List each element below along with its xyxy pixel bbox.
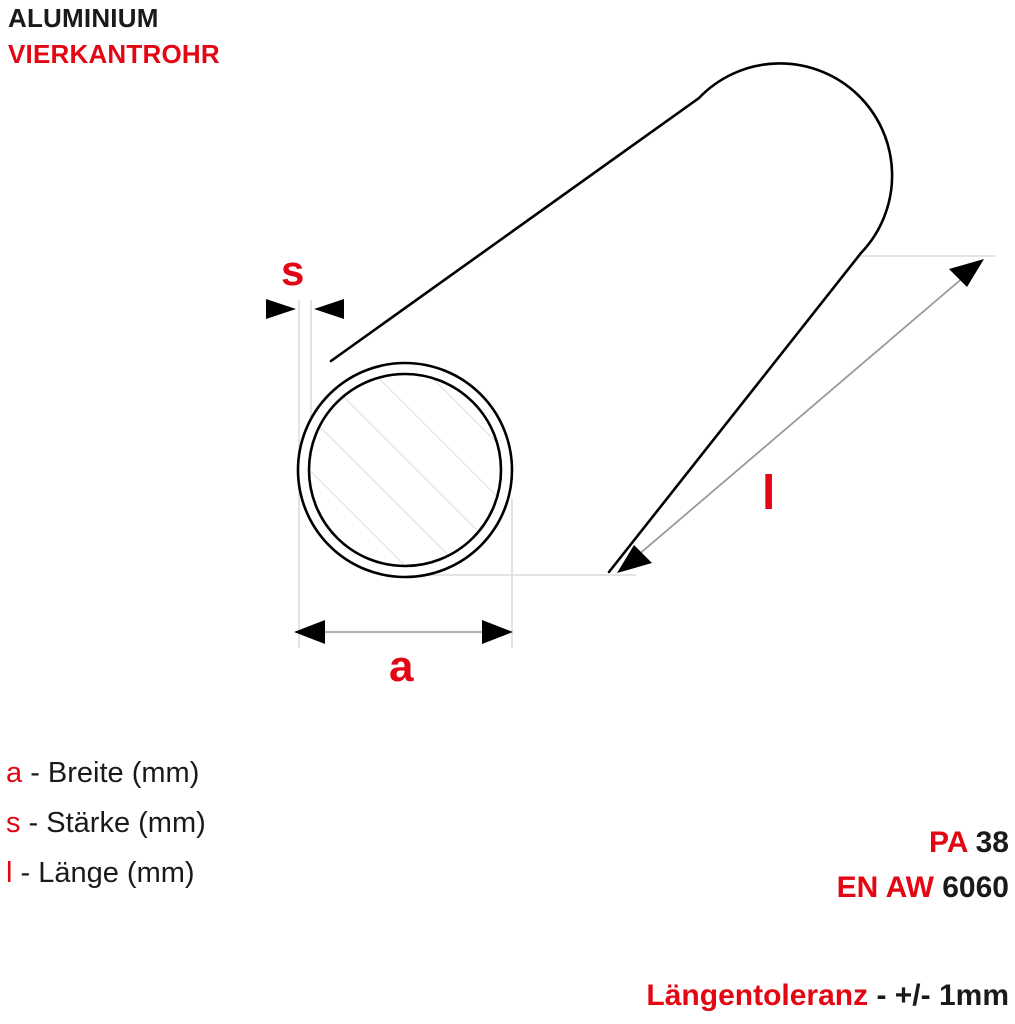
spec-value: 38 [975,826,1009,859]
legend-separator: - [20,807,47,839]
tolerance-row: Längentoleranz - +/- 1mm [309,976,1009,1016]
spec-row: EN AW 6060 [549,865,1009,910]
width-arrow-right [482,620,513,644]
spec-row: PA 38 [549,820,1009,865]
length-dimension-line [629,269,973,563]
legend-separator: - [22,757,48,789]
title-material: ALUMINIUM [8,3,159,33]
dimension-label-thickness: s [281,247,305,294]
spec-key: PA [928,826,968,859]
legend-item: a - Breite (mm) [6,748,426,798]
dimension-length [617,259,984,573]
legend-description: Länge (mm) [38,857,195,889]
tube-end-face [296,361,514,579]
legend-separator: - [12,857,39,889]
legend-symbol: a [6,757,23,789]
dimension-label-length: l [762,467,776,520]
width-arrow-left [294,620,325,644]
specification-block: PA 38 EN AW 6060 [549,820,1009,910]
inner-bore-circle [307,372,503,568]
length-arrow-lower [617,545,652,573]
thickness-arrow-right [314,299,344,319]
tolerance-block: Längentoleranz - +/- 1mm [309,976,1009,1016]
dimension-width [294,620,513,644]
technical-drawing [266,62,995,648]
dimension-label-width: a [389,642,414,691]
legend-item: s - Stärke (mm) [6,798,426,848]
legend-description: Breite (mm) [47,757,200,789]
title-block: ALUMINIUM VIERKANTROHR [8,0,608,72]
legend-description: Stärke (mm) [46,807,206,839]
legend-item: l - Länge (mm) [6,848,426,898]
thickness-arrow-left [266,299,296,319]
spec-key: EN AW [836,871,934,904]
legend-symbol: s [6,807,21,839]
dimension-thickness [266,299,344,319]
title-product: VIERKANTROHR [8,39,220,69]
spec-value: 6060 [942,871,1009,904]
legend-symbol: l [6,857,13,889]
tolerance-value: - +/- 1mm [876,979,1009,1012]
legend: a - Breite (mm) s - Stärke (mm) l - Läng… [6,748,426,898]
tolerance-label: Längentoleranz [646,979,869,1012]
length-arrow-upper [949,259,984,287]
